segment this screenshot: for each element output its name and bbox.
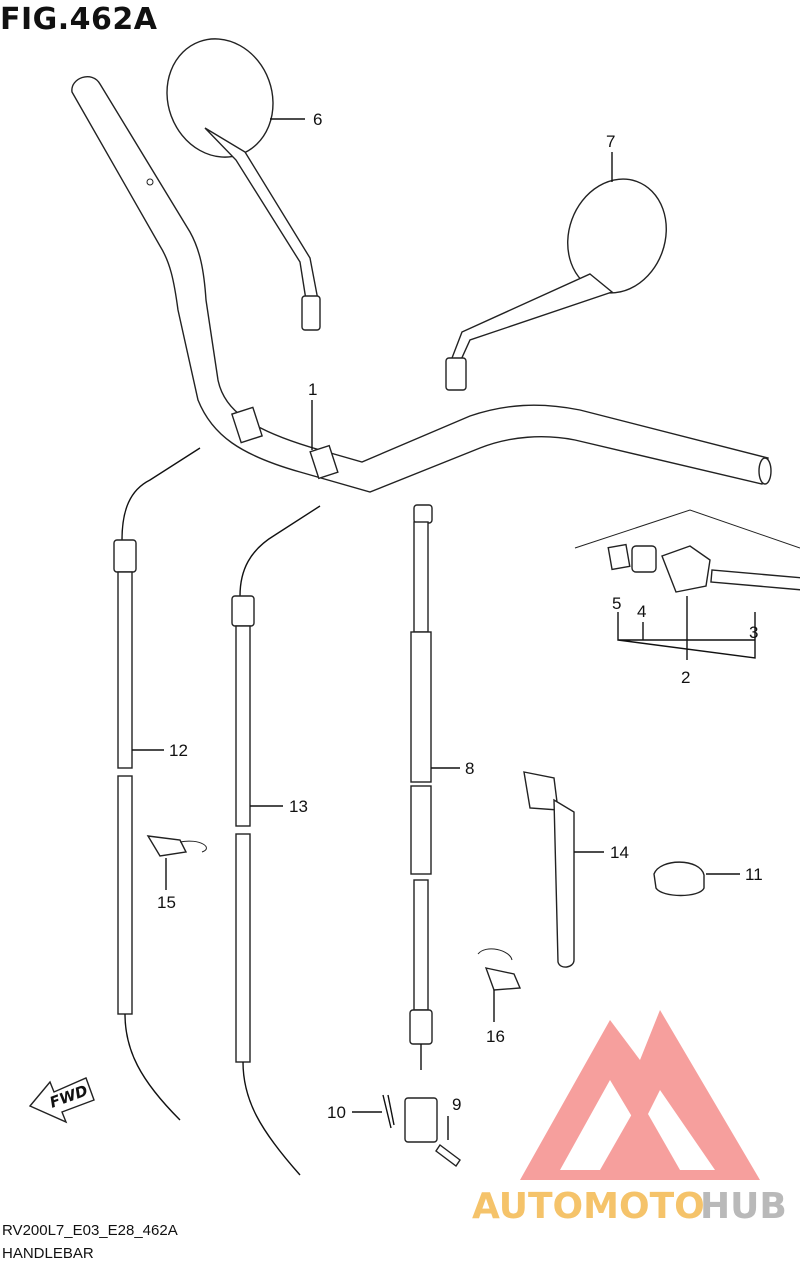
- watermark-text-b: HUB: [700, 1186, 787, 1227]
- figure-title: FIG.462A: [0, 2, 158, 37]
- callout-5: 5: [612, 594, 621, 613]
- callout-7: 7: [606, 132, 615, 151]
- diagram-caption: HANDLEBAR: [2, 1245, 94, 1262]
- clip-15-part[interactable]: [146, 835, 207, 857]
- callout-14: 14: [610, 843, 629, 862]
- callout-16: 16: [486, 1027, 505, 1046]
- handlebar-part[interactable]: [71, 75, 772, 493]
- callout-6: 6: [313, 110, 322, 129]
- watermark-logo-icon: [520, 1010, 760, 1180]
- callout-3: 3: [749, 623, 758, 642]
- callout-1: 1: [308, 380, 317, 399]
- callout-10: 10: [327, 1103, 346, 1122]
- callout-15: 15: [157, 893, 176, 912]
- callout-12: 12: [169, 741, 188, 760]
- clip-16-part[interactable]: [477, 948, 522, 991]
- cable-8-part[interactable]: [404, 504, 438, 1143]
- callout-13: 13: [289, 797, 308, 816]
- pin-9-part[interactable]: [435, 1143, 461, 1168]
- handlebar-balancer-part[interactable]: [574, 509, 800, 593]
- clamp-11-part[interactable]: [653, 861, 705, 897]
- mirror-right-part[interactable]: [445, 165, 682, 391]
- cable-12-part[interactable]: [113, 447, 201, 1121]
- cable-tie-14-part[interactable]: [523, 771, 575, 968]
- callout-labels: 1 2 3 4 5 6 7 8 9 10 11 12 13 14 15 16: [157, 110, 763, 1122]
- callout-leaders: [132, 118, 740, 1140]
- watermark-text-a: AUTOMOTO: [472, 1186, 705, 1227]
- mirror-left-part[interactable]: [151, 24, 321, 331]
- fwd-arrow-icon: FWD: [28, 1077, 95, 1124]
- cable-13-part[interactable]: [231, 505, 321, 1176]
- callout-4: 4: [637, 602, 646, 621]
- callout-8: 8: [465, 759, 474, 778]
- diagram-code: RV200L7_E03_E28_462A: [2, 1222, 178, 1239]
- callout-2: 2: [681, 668, 690, 687]
- callout-11: 11: [745, 865, 763, 884]
- cotter-pin-10-part[interactable]: [382, 1094, 395, 1129]
- callout-9: 9: [452, 1095, 461, 1114]
